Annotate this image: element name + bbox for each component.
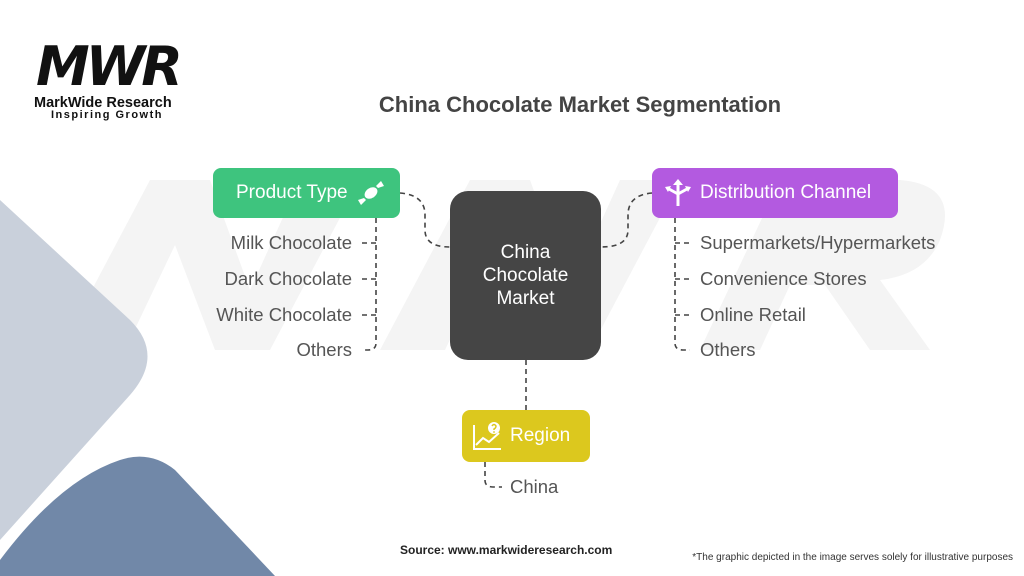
- center-line: China: [500, 242, 551, 263]
- distribution-item: Supermarkets/Hypermarkets: [700, 232, 936, 253]
- candy-icon: [357, 181, 384, 205]
- product-type-item: Dark Chocolate: [224, 268, 352, 289]
- page-title: China Chocolate Market Segmentation: [378, 92, 782, 117]
- distribution-channel-node: Distribution Channel: [652, 168, 898, 218]
- distribution-item: Others: [700, 339, 756, 360]
- region-item: China: [510, 476, 559, 497]
- source-text: Source: www.markwideresearch.com: [400, 543, 613, 557]
- center-line: Chocolate: [482, 265, 569, 286]
- product-type-item: Milk Chocolate: [230, 232, 352, 253]
- distribution-item: Convenience Stores: [700, 268, 867, 289]
- logo: MWR: [36, 35, 183, 98]
- region-label: Region: [510, 425, 571, 446]
- disclaimer-text: *The graphic depicted in the image serve…: [692, 552, 1013, 563]
- split-arrows-icon: [665, 179, 691, 206]
- distribution-item: Online Retail: [700, 304, 806, 325]
- center-line: Market: [496, 288, 555, 309]
- brand-name: MarkWide Research: [34, 95, 172, 111]
- product-type-item: White Chocolate: [216, 304, 352, 325]
- product-type-label: Product Type: [236, 182, 348, 203]
- product-type-node: Product Type: [213, 168, 400, 218]
- distribution-channel-label: Distribution Channel: [700, 182, 872, 203]
- region-node: Region: [462, 410, 590, 462]
- chart-question-icon: [473, 422, 501, 450]
- product-type-item: Others: [296, 339, 352, 360]
- brand-tagline: Inspiring Growth: [51, 109, 163, 121]
